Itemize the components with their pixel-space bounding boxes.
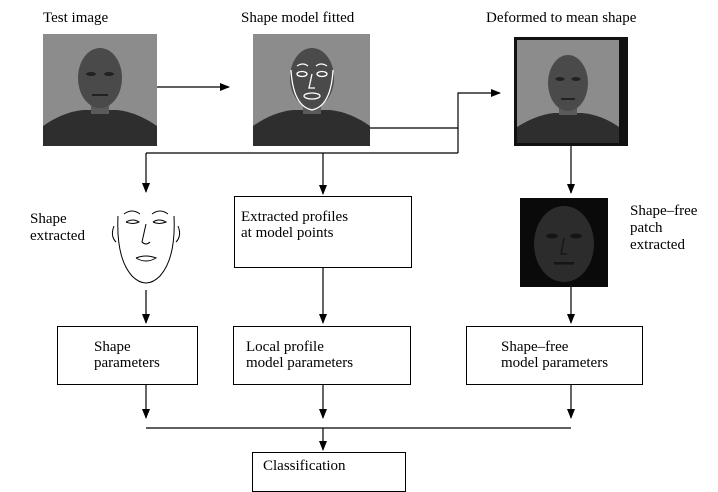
label-test-image: Test image — [43, 10, 109, 26]
shape-sketch — [111, 210, 181, 284]
box-shape-parameters: Shape parameters — [57, 326, 198, 385]
box-shape-free-params-label: Shape–free model parameters — [501, 339, 609, 371]
box-extracted-profiles: Extracted profiles at model points — [234, 196, 412, 268]
test-image-photo — [43, 34, 157, 146]
shape-free-patch-photo — [520, 198, 608, 287]
label-shape-model-fitted: Shape model fitted — [241, 10, 355, 26]
label-shape-extracted: Shape extracted — [30, 211, 85, 244]
label-deformed-to-mean: Deformed to mean shape — [486, 10, 637, 26]
label-shape-free-patch: Shape–free patch extracted — [630, 203, 698, 253]
box-shape-free-params: Shape–free model parameters — [466, 326, 643, 385]
box-local-profile: Local profile model parameters — [233, 326, 411, 385]
box-local-profile-label: Local profile model parameters — [246, 339, 354, 371]
deformed-mean-photo — [514, 37, 628, 146]
box-shape-parameters-label: Shape parameters — [94, 339, 160, 371]
box-classification: Classification — [252, 452, 406, 492]
box-extracted-profiles-label: Extracted profiles at model points — [241, 209, 349, 241]
arrow-fitted-to-deformed — [370, 89, 501, 129]
fitted-model-photo — [253, 34, 370, 146]
box-classification-label: Classification — [263, 458, 346, 474]
